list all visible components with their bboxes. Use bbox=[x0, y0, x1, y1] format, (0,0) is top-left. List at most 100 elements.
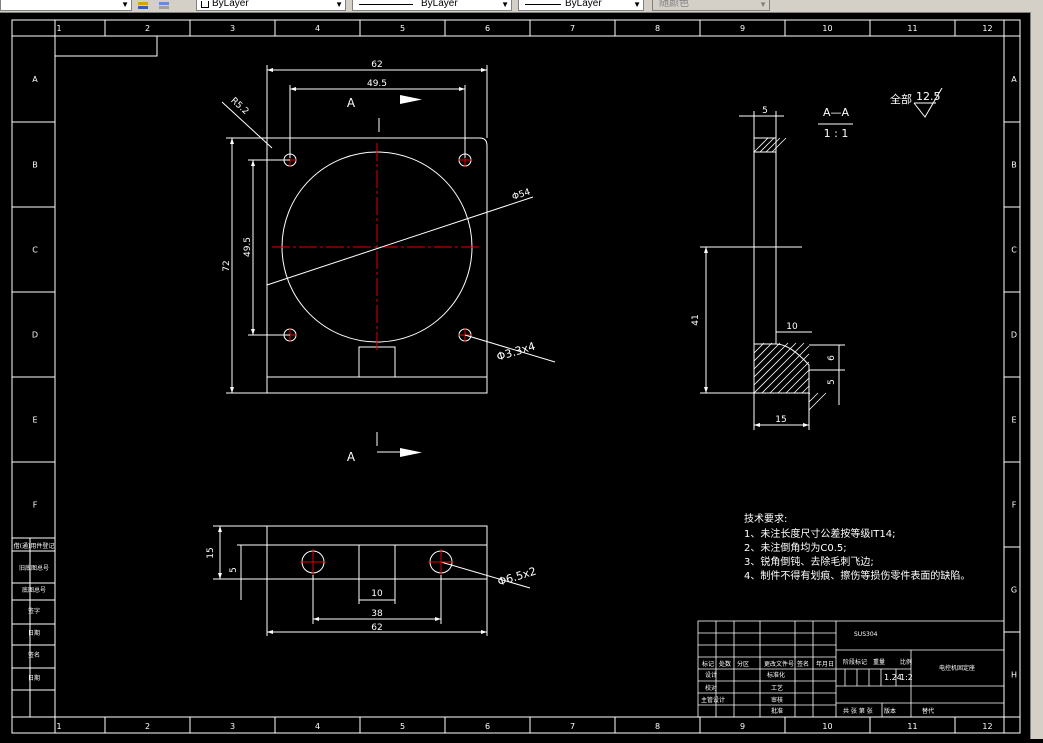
chevron-down-icon[interactable]: ▼ bbox=[633, 0, 641, 9]
left-box-label: 旧底图总号 bbox=[19, 564, 49, 572]
lineweight-preview bbox=[525, 4, 561, 5]
bottom-view: 15 5 10 38 62 Φ6.5x2 bbox=[206, 525, 538, 636]
column-label: 11 bbox=[907, 24, 917, 33]
sec-dim-top: 5 bbox=[762, 106, 768, 116]
linetype-combo[interactable]: ByLayer ▼ bbox=[352, 0, 512, 11]
column-label: 6 bbox=[485, 24, 490, 33]
bot-dim-slot: 10 bbox=[371, 589, 383, 599]
column-label: 7 bbox=[570, 722, 575, 731]
row-label: H bbox=[1011, 671, 1017, 680]
chevron-down-icon[interactable]: ▼ bbox=[501, 0, 509, 9]
tb-material: SUS304 bbox=[854, 631, 878, 638]
corner-box bbox=[54, 35, 158, 57]
bot-dim-left-inner: 5 bbox=[229, 567, 239, 573]
row-label: E bbox=[1011, 416, 1016, 425]
tb-sign-row: 标准化 bbox=[767, 671, 785, 679]
row-label: C bbox=[1011, 246, 1017, 255]
bot-dim-left-outer: 15 bbox=[206, 547, 216, 558]
sec-dim-height: 41 bbox=[691, 314, 701, 325]
chevron-down-icon[interactable]: ▼ bbox=[121, 0, 129, 9]
outer-border bbox=[11, 19, 1021, 734]
left-box-label: 签名 bbox=[28, 651, 40, 659]
layer-previous-icon[interactable] bbox=[156, 0, 172, 11]
tech-item: 4、制件不得有划痕、擦伤等损伤零件表面的缺陷。 bbox=[744, 569, 970, 582]
tb-row-label: 分区 bbox=[737, 660, 749, 668]
tb-sign-row: 审核 bbox=[771, 696, 783, 704]
bot-dim-width: 62 bbox=[371, 623, 382, 633]
layer-combo-tail[interactable]: ▼ bbox=[0, 0, 132, 11]
tb-sign-row: 工艺 bbox=[771, 684, 783, 692]
layer-states-icon[interactable] bbox=[135, 0, 151, 11]
tb-row-label: 处数 bbox=[719, 660, 731, 668]
tb-sheet: 共 张 第 张 bbox=[843, 707, 873, 715]
tb-row-label: 年月日 bbox=[816, 660, 834, 668]
lineweight-combo-value: ByLayer bbox=[565, 0, 602, 9]
tech-item: 1、未注长度尺寸公差按等级IT14; bbox=[744, 527, 896, 540]
tb-part-name: 电控机固定座 bbox=[939, 664, 975, 672]
dim-vert-holes: 49.5 bbox=[243, 237, 253, 257]
section-title: A—A bbox=[823, 106, 850, 119]
tech-title: 技术要求: bbox=[744, 512, 787, 525]
tb-sign-row: 主管设计 bbox=[701, 696, 725, 704]
column-label: 3 bbox=[230, 722, 235, 731]
dim-height-72: 72 bbox=[222, 260, 232, 271]
column-label: 12 bbox=[982, 722, 992, 731]
tb-stage: 阶段标记 bbox=[843, 658, 867, 666]
column-label: 2 bbox=[145, 24, 150, 33]
drawing-svg[interactable]: 112233445566778899101011111212ABCDEFGHAB… bbox=[0, 12, 1043, 739]
column-label: 6 bbox=[485, 722, 490, 731]
left-box-label: 签字 bbox=[28, 607, 40, 615]
row-label: D bbox=[1011, 331, 1017, 340]
dim-small-holes: Φ3.3x4 bbox=[495, 340, 537, 364]
tb-weight-label: 重量 bbox=[873, 658, 885, 666]
column-label: 5 bbox=[400, 722, 405, 731]
color-combo-value: ByLayer bbox=[212, 0, 249, 9]
column-label: 7 bbox=[570, 24, 575, 33]
column-label: 3 bbox=[230, 24, 235, 33]
inner-border bbox=[54, 35, 1005, 718]
roughness-value: 12.5 bbox=[916, 90, 941, 103]
column-label: 10 bbox=[822, 722, 832, 731]
chevron-down-icon[interactable]: ▼ bbox=[335, 0, 343, 9]
left-box-label: 日期 bbox=[28, 629, 40, 637]
color-swatch-icon bbox=[201, 1, 209, 8]
plotstyle-combo-value: 随颜色 bbox=[659, 0, 689, 9]
tb-sign-row: 设计 bbox=[705, 671, 717, 679]
column-label: 10 bbox=[822, 24, 832, 33]
front-view: 62 49.5 72 49.5 R5.2 Φ54 Φ3.3x4 A A bbox=[221, 60, 556, 464]
tb-row-label: 签名 bbox=[797, 660, 809, 668]
section-view: 5 A—A 1 : 1 41 10 6 5 15 bbox=[691, 106, 853, 430]
row-label: A bbox=[32, 75, 38, 84]
lineweight-combo[interactable]: ByLayer ▼ bbox=[518, 0, 644, 11]
section-scale: 1 : 1 bbox=[824, 127, 849, 140]
tech-item: 3、锐角倒钝、去除毛刺飞边; bbox=[744, 555, 874, 568]
bot-dim-holes: 38 bbox=[371, 609, 383, 619]
color-combo[interactable]: ByLayer ▼ bbox=[196, 0, 346, 11]
chevron-down-icon[interactable]: ▼ bbox=[759, 0, 767, 9]
sec-dim-right-lower: 5 bbox=[827, 379, 837, 385]
front-view-slot bbox=[358, 346, 396, 378]
row-label: F bbox=[1012, 501, 1017, 510]
row-label: F bbox=[33, 501, 38, 510]
row-label: B bbox=[1011, 161, 1017, 170]
vertical-scrollbar[interactable] bbox=[1030, 12, 1043, 739]
column-label: 4 bbox=[315, 24, 320, 33]
tb-version: 版本 bbox=[884, 707, 896, 715]
column-label: 5 bbox=[400, 24, 405, 33]
tb-ratio: 1:2 bbox=[900, 673, 913, 682]
tb-replace: 替代 bbox=[922, 707, 934, 715]
row-label: B bbox=[32, 161, 38, 170]
column-label: 8 bbox=[655, 24, 660, 33]
section-letter-top: A bbox=[347, 96, 356, 110]
left-box-label: 借(通)用件登记 bbox=[14, 542, 55, 550]
row-label: D bbox=[32, 331, 38, 340]
plotstyle-combo[interactable]: 随颜色 ▼ bbox=[652, 0, 770, 11]
roughness-symbol: 全部 12.5 bbox=[890, 87, 943, 118]
row-label: A bbox=[1011, 75, 1017, 84]
tech-requirements: 技术要求: 1、未注长度尺寸公差按等级IT14; 2、未注倒角均为C0.5; 3… bbox=[744, 512, 970, 582]
sec-dim-step: 10 bbox=[786, 322, 798, 332]
section-letter-bottom: A bbox=[347, 450, 356, 464]
front-view-outline bbox=[266, 137, 488, 394]
tb-row-label: 标记 bbox=[702, 660, 714, 668]
